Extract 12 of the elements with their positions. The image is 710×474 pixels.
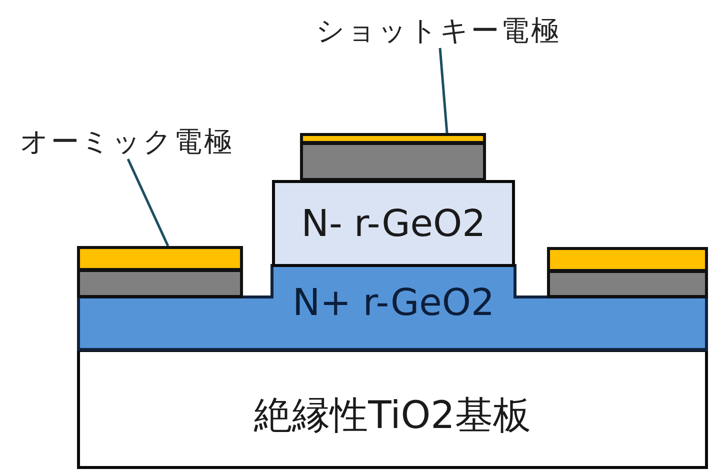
leader-line [438,48,448,134]
electrode-stack [547,247,708,298]
electrode-stack [300,133,486,181]
layer-label: 絶縁性TiO2基板 [254,393,531,437]
part-label: ショットキー電極 [316,14,561,48]
substrate-block [77,349,708,469]
electrode-stack [77,246,243,298]
layer-label: N+ r-GeO2 [292,280,495,324]
part-label: オーミック電極 [20,125,234,159]
semiconductor-layer [272,180,515,267]
layer-label: N- r-GeO2 [301,202,486,245]
leader-line [126,158,170,247]
